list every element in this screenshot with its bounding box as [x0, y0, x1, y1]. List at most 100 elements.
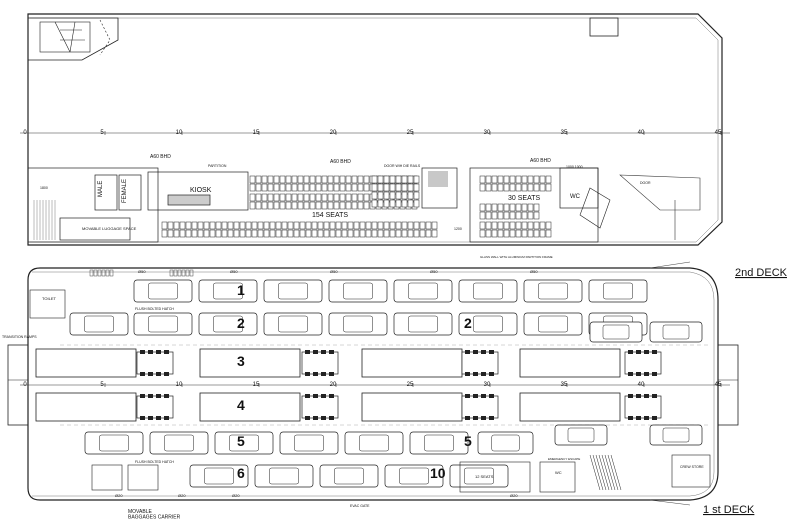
car-cabin — [164, 434, 194, 452]
seat — [515, 183, 522, 192]
wheel — [305, 416, 310, 420]
seat — [383, 191, 390, 200]
seat — [291, 175, 298, 184]
toilet-room — [29, 289, 66, 319]
seat — [383, 175, 390, 184]
seat — [245, 229, 252, 238]
seat — [545, 221, 552, 230]
car — [133, 312, 193, 336]
lane-number: 1 — [237, 282, 245, 298]
fire-label: Ø20 — [232, 493, 240, 498]
upper-hull-outline — [27, 13, 723, 246]
cab-body — [624, 395, 662, 419]
car-body — [393, 279, 453, 303]
seat — [413, 199, 420, 208]
car — [409, 431, 469, 455]
truck — [35, 392, 137, 422]
seat — [533, 175, 540, 184]
wheelhouse — [27, 17, 119, 61]
car — [477, 431, 534, 455]
hatch-box — [101, 269, 106, 277]
truck-cab — [301, 394, 339, 420]
note-1200: 1200 — [454, 227, 462, 231]
scale-label: 40 — [638, 130, 645, 136]
seat — [191, 229, 198, 238]
seat — [521, 183, 528, 192]
wheel — [628, 394, 633, 398]
lower-hull-outline — [27, 267, 719, 501]
seat — [353, 221, 360, 230]
seat — [359, 221, 366, 230]
seat — [167, 221, 174, 230]
seat — [311, 221, 318, 230]
car-body — [328, 312, 388, 336]
kiosk-room — [147, 171, 249, 211]
seat — [533, 229, 540, 238]
wheel — [489, 394, 494, 398]
car-cabin — [148, 282, 178, 300]
car-cabin — [602, 324, 630, 340]
note-stair: DOOR WIH DIE RAILS — [384, 164, 421, 168]
hatch-box — [97, 269, 102, 277]
seat — [491, 175, 498, 184]
lower-stair-step — [610, 454, 622, 491]
truck — [361, 348, 463, 378]
seat — [299, 221, 306, 230]
car — [449, 464, 509, 488]
seat — [279, 175, 286, 184]
seat — [395, 199, 402, 208]
seat — [407, 221, 414, 230]
car — [254, 464, 314, 488]
seat — [371, 191, 378, 200]
car-body — [319, 464, 379, 488]
seat — [383, 199, 390, 208]
seat — [263, 221, 270, 230]
scale-label: 35 — [561, 130, 568, 136]
wheel — [321, 394, 326, 398]
seat — [233, 229, 240, 238]
seat — [509, 221, 516, 230]
seat — [351, 175, 358, 184]
seat — [291, 183, 298, 192]
wheel — [481, 416, 486, 420]
fire-label: Ø20 — [115, 493, 123, 498]
truck-trailer — [35, 348, 137, 378]
car — [279, 431, 339, 455]
seat — [339, 201, 346, 210]
seat — [401, 183, 408, 192]
seat — [521, 211, 528, 220]
seat — [335, 221, 342, 230]
seat — [351, 201, 358, 210]
label-30-seats: 30 SEATS — [508, 195, 540, 202]
seat — [279, 183, 286, 192]
scale-label: 5 — [100, 130, 104, 136]
seat — [341, 221, 348, 230]
seat — [413, 229, 420, 238]
seat — [371, 199, 378, 208]
seat — [347, 229, 354, 238]
wheel — [465, 350, 470, 354]
scale-label: 5 — [100, 382, 104, 388]
seat — [273, 193, 280, 202]
wheel — [156, 394, 161, 398]
seat — [309, 183, 316, 192]
seat — [383, 229, 390, 238]
seat — [357, 183, 364, 192]
seat — [261, 193, 268, 202]
wheel — [321, 350, 326, 354]
truck-cab — [136, 350, 174, 376]
seat — [321, 193, 328, 202]
seat — [303, 193, 310, 202]
seat — [275, 229, 282, 238]
wheel — [636, 394, 641, 398]
note-12-seats: 12 SEATS — [475, 474, 494, 479]
fire-label: Ø50 — [230, 269, 238, 274]
wheel — [148, 394, 153, 398]
seat — [339, 193, 346, 202]
seat — [509, 211, 516, 220]
seat — [333, 175, 340, 184]
car — [189, 464, 249, 488]
seat — [209, 221, 216, 230]
fire-label: Ø50 — [530, 269, 538, 274]
wheel — [329, 350, 334, 354]
